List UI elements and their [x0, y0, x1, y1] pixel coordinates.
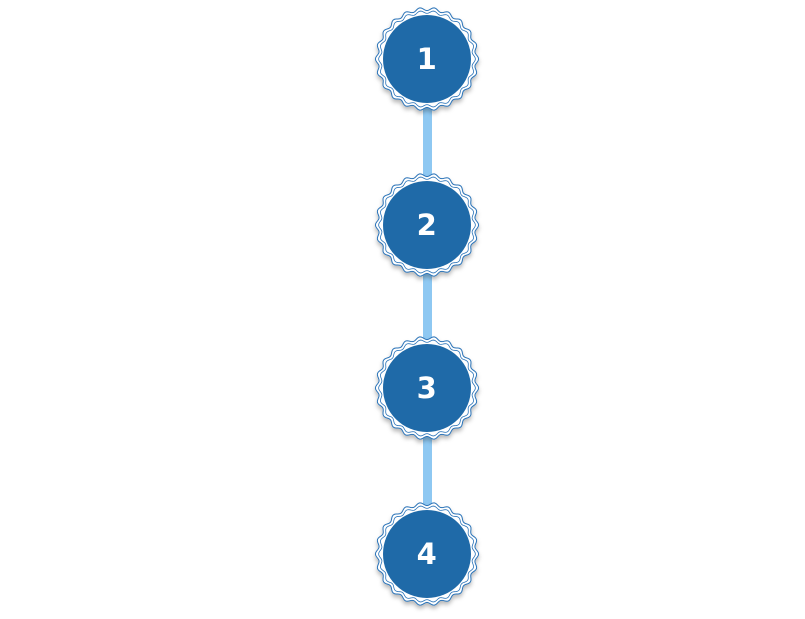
step-1-label: 1: [416, 42, 438, 76]
badge-core: [383, 15, 471, 103]
step-4-label: 4: [416, 537, 438, 571]
connector-line-1-2: [423, 100, 432, 180]
step-4-badge: 4: [373, 500, 481, 608]
badge-inner-scallop: [378, 505, 476, 603]
step-2-label: 2: [416, 208, 438, 242]
step-1-badge: 1: [373, 5, 481, 113]
connector-line-2-3: [423, 266, 432, 344]
badge-core: [383, 181, 471, 269]
badge-core: [383, 510, 471, 598]
scalloped-badge-icon: [374, 7, 480, 111]
scalloped-badge-icon: [374, 502, 480, 606]
step-3-label: 3: [416, 371, 438, 405]
badge-core: [383, 344, 471, 432]
step-2-badge: 2: [373, 171, 481, 279]
scalloped-badge-icon: [374, 336, 480, 440]
connector-line-3-4: [423, 430, 432, 510]
badge-inner-scallop: [378, 176, 476, 274]
step-3-badge: 3: [373, 334, 481, 442]
badge-inner-scallop: [378, 10, 476, 108]
badge-inner-scallop: [378, 339, 476, 437]
scalloped-badge-icon: [374, 173, 480, 277]
